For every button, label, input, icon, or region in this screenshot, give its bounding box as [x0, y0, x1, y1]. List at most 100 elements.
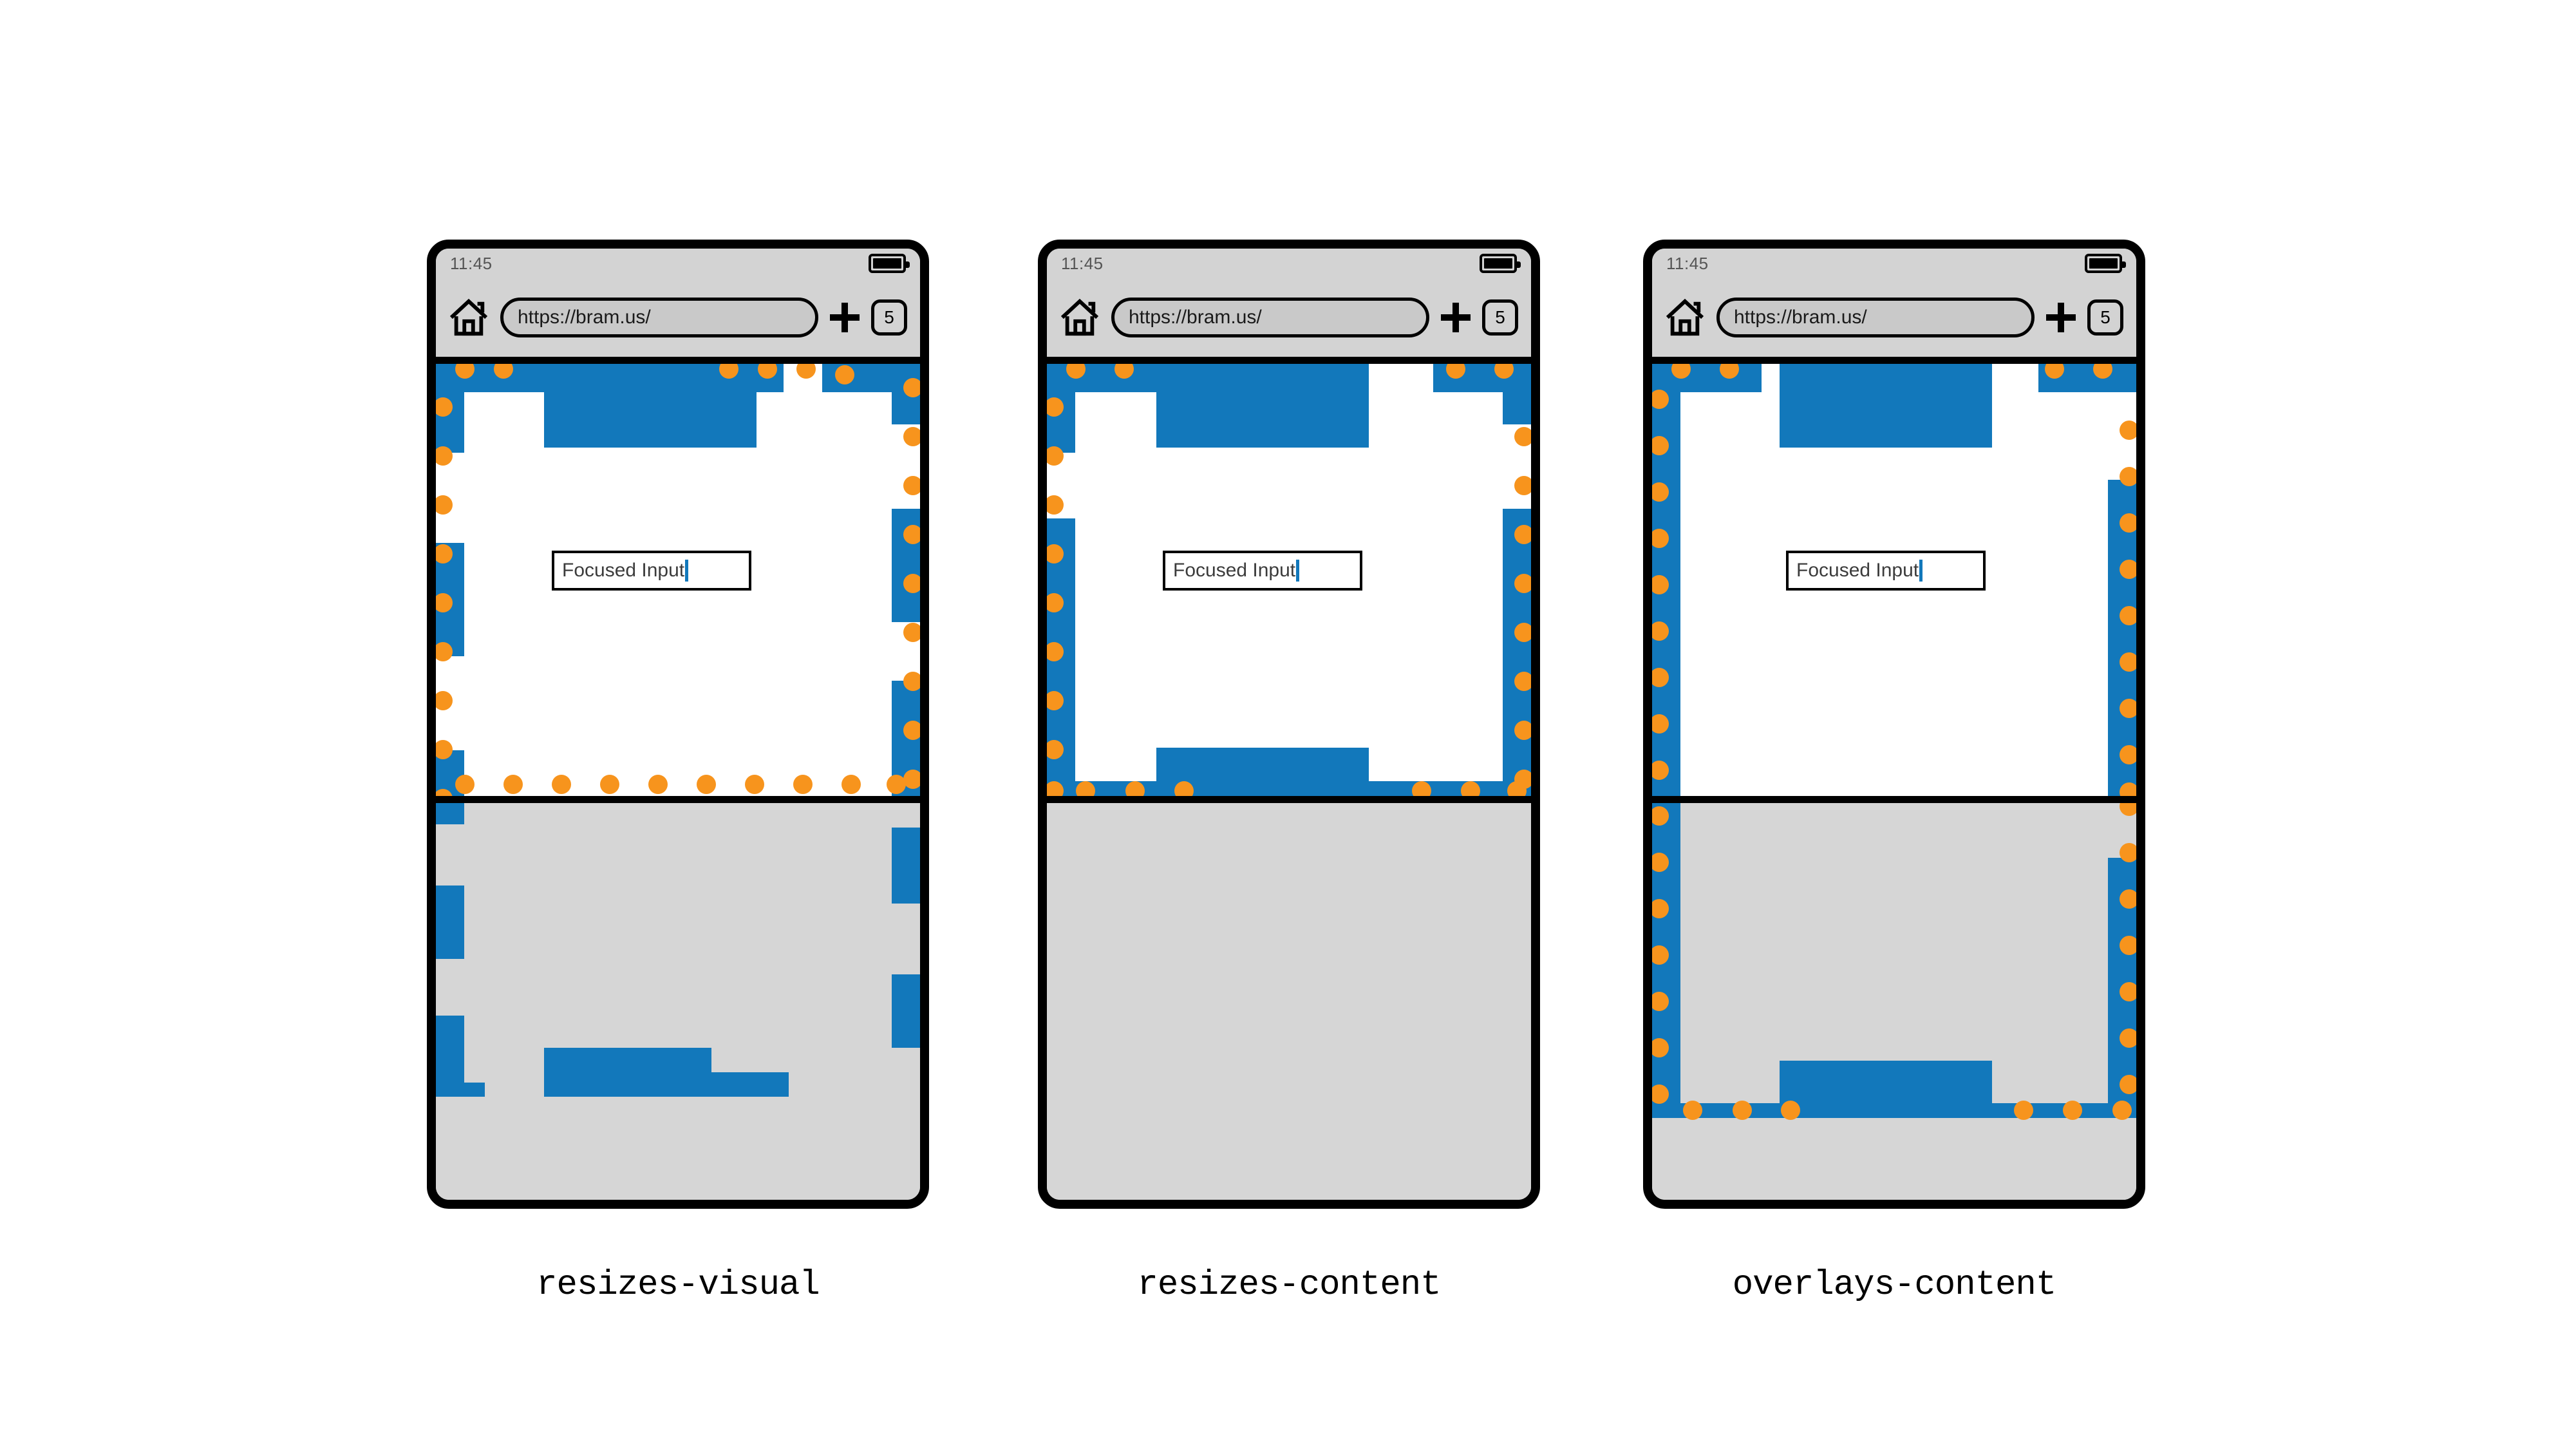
- focus-dot: [1514, 427, 1531, 446]
- layout-block-right-side: [1503, 509, 1531, 796]
- focus-dot: [1047, 691, 1064, 710]
- focus-dot: [436, 593, 453, 612]
- focus-dot: [1514, 476, 1531, 495]
- layout-block-top-strip: [1047, 364, 1156, 392]
- focus-dot: [2063, 1101, 2082, 1120]
- url-bar[interactable]: https://bram.us/: [1716, 298, 2035, 337]
- battery-icon: [1480, 254, 1521, 273]
- focus-dot: [2120, 936, 2136, 955]
- focus-dot: [503, 775, 523, 794]
- focus-dot: [1652, 853, 1669, 872]
- new-tab-icon[interactable]: [830, 303, 860, 332]
- tab-count-badge[interactable]: 5: [871, 299, 907, 336]
- focus-dot: [903, 476, 920, 495]
- focused-input-1[interactable]: Focused Input: [552, 551, 751, 591]
- layout-block-right-side: [2108, 480, 2136, 796]
- new-tab-icon[interactable]: [2046, 303, 2076, 332]
- status-clock: 11:45: [1666, 254, 1709, 273]
- focus-dot: [1652, 436, 1669, 455]
- focus-dot: [1174, 781, 1194, 796]
- caption-overlays-content: overlays-content: [1732, 1265, 2056, 1305]
- focus-dot: [1652, 1038, 1669, 1057]
- focus-dot: [1514, 525, 1531, 544]
- focus-dot: [436, 495, 453, 515]
- focus-dot: [2120, 1075, 2136, 1094]
- url-bar[interactable]: https://bram.us/: [500, 298, 818, 337]
- focus-dot: [835, 365, 854, 384]
- focus-dot: [903, 378, 920, 397]
- home-icon[interactable]: [1665, 298, 1705, 337]
- url-bar[interactable]: https://bram.us/: [1111, 298, 1429, 337]
- focus-dot: [2045, 364, 2064, 379]
- focus-dot: [1733, 1101, 1752, 1120]
- focus-dot: [436, 691, 453, 710]
- focus-dot: [2120, 889, 2136, 909]
- focus-dot: [903, 574, 920, 593]
- url-text: https://bram.us/: [518, 307, 651, 328]
- focus-dot: [2120, 745, 2136, 764]
- focus-dot: [436, 446, 453, 466]
- focus-dot: [1652, 945, 1669, 965]
- focus-dot: [1047, 642, 1064, 661]
- keyboard-divider-2: [1047, 796, 1531, 803]
- focused-input-3[interactable]: Focused Input: [1786, 551, 1986, 591]
- focus-dot: [1446, 364, 1465, 379]
- focus-dot: [1652, 992, 1669, 1011]
- focus-dot: [1047, 446, 1064, 466]
- focus-dot: [1514, 574, 1531, 593]
- focus-dot: [903, 770, 920, 789]
- focus-dot: [2120, 560, 2136, 579]
- keyboard-divider-1: [436, 796, 920, 803]
- text-caret: [685, 560, 689, 582]
- tab-count-badge[interactable]: 5: [1482, 299, 1518, 336]
- focus-dot: [1514, 623, 1531, 642]
- focus-dot: [1047, 593, 1064, 612]
- focus-dot: [648, 775, 668, 794]
- browser-chrome-2: 11:45 https://bram.us/ 5: [1047, 249, 1531, 364]
- keyboard-area-2: [1047, 803, 1531, 1200]
- focus-dot: [1652, 899, 1669, 918]
- browser-chrome-1: 11:45 https://bram.us/ 5: [436, 249, 920, 364]
- focus-dot: [455, 364, 475, 379]
- focused-input-2[interactable]: Focused Input: [1163, 551, 1362, 591]
- focus-dot: [1720, 364, 1739, 379]
- keyboard-area-3: [1652, 803, 2136, 1200]
- new-tab-icon[interactable]: [1441, 303, 1471, 332]
- url-text: https://bram.us/: [1734, 307, 1867, 328]
- focus-dot: [719, 364, 738, 379]
- focus-dot: [1652, 390, 1669, 409]
- focus-dot: [2120, 1028, 2136, 1048]
- focus-dot: [1461, 781, 1480, 796]
- focus-dot: [1781, 1101, 1800, 1120]
- status-clock: 11:45: [1061, 254, 1104, 273]
- focus-dot: [1652, 714, 1669, 734]
- focus-dot: [1047, 781, 1064, 796]
- phone-resizes-visual: 11:45 https://bram.us/ 5: [427, 240, 929, 1209]
- focus-dot: [1412, 781, 1431, 796]
- tab-count-badge[interactable]: 5: [2087, 299, 2123, 336]
- focus-dot: [1652, 668, 1669, 687]
- focus-dot: [1047, 544, 1064, 564]
- focus-dot: [1652, 529, 1669, 548]
- focus-dot: [1514, 721, 1531, 740]
- home-icon[interactable]: [1060, 298, 1100, 337]
- focus-dot: [1652, 482, 1669, 502]
- text-caret: [1296, 560, 1300, 582]
- focus-dot: [436, 740, 453, 759]
- focus-dot: [903, 672, 920, 691]
- focused-input-text: Focused Input: [1173, 560, 1296, 581]
- focus-dot: [2093, 364, 2112, 379]
- focus-dot: [2120, 652, 2136, 672]
- focus-dot: [1125, 781, 1145, 796]
- focus-dot: [2120, 421, 2136, 440]
- focus-dot: [887, 775, 906, 794]
- focus-dot: [436, 397, 453, 417]
- focus-dot: [1514, 672, 1531, 691]
- focus-dot: [2120, 467, 2136, 486]
- focus-dot: [1652, 761, 1669, 780]
- focus-dot: [1076, 781, 1095, 796]
- home-icon[interactable]: [449, 298, 489, 337]
- battery-icon: [869, 254, 910, 273]
- focus-dot: [494, 364, 513, 379]
- focus-dot: [600, 775, 619, 794]
